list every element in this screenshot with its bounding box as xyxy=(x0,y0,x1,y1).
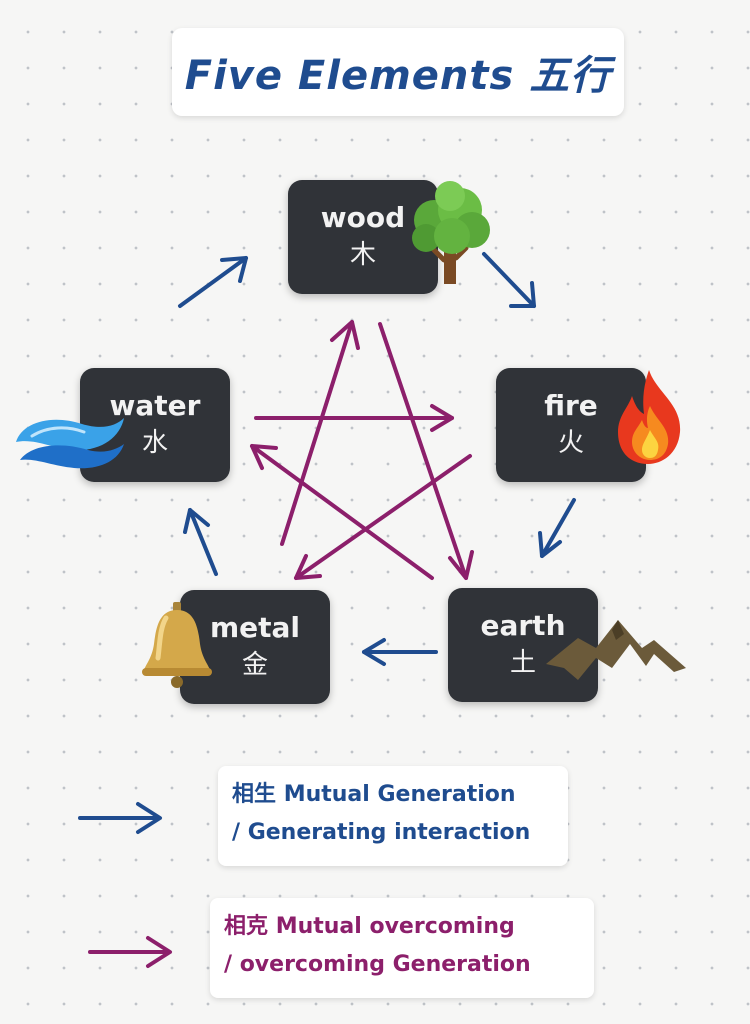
arrow-wood-to-fire xyxy=(482,252,536,308)
legend-overcoming-arrow xyxy=(88,936,172,968)
legend-generation-en: Mutual Generation xyxy=(283,782,516,807)
overcoming-arrows xyxy=(250,320,474,580)
arrow-earth-to-water xyxy=(250,444,434,580)
generation-arrows xyxy=(178,252,576,666)
bell-icon xyxy=(142,602,212,688)
node-water-chinese: 水 xyxy=(141,428,168,458)
mountain-icon xyxy=(546,620,686,680)
title-card: Five Elements 五行 xyxy=(172,28,624,116)
arrow-water-to-fire xyxy=(254,404,454,432)
node-metal-label: metal xyxy=(209,611,301,644)
node-wood-label: wood xyxy=(320,201,406,234)
legend-generation-line2: / Generating interaction xyxy=(232,820,531,845)
node-earth-chinese: 土 xyxy=(509,648,536,678)
cycle-arrows xyxy=(178,252,576,666)
legend-overcoming-card: 相克 Mutual overcoming / overcoming Genera… xyxy=(210,898,594,998)
arrow-wood-to-earth xyxy=(378,322,474,580)
arrow-fire-to-earth xyxy=(538,498,576,558)
legend-overcoming-line2: / overcoming Generation xyxy=(224,952,531,977)
arrow-earth-to-metal xyxy=(362,638,438,666)
arrow-fire-to-metal xyxy=(294,454,472,580)
flame-icon xyxy=(618,370,681,464)
page-title: Five Elements 五行 xyxy=(184,53,612,99)
legend-generation-line1: 相生 Mutual Generation xyxy=(232,776,554,814)
node-wood-chinese: 木 xyxy=(349,240,376,270)
legend-overcoming-line1: 相克 Mutual overcoming xyxy=(224,908,580,946)
legend-overcoming-zh: 相克 xyxy=(224,914,269,939)
arrow-water-to-wood xyxy=(178,256,248,308)
water-wave-icon xyxy=(16,418,124,469)
node-fire-chinese: 火 xyxy=(557,428,584,458)
arrow-metal-to-water xyxy=(183,508,218,576)
node-metal: metal 金 xyxy=(180,590,330,704)
node-fire-label: fire xyxy=(544,389,598,422)
node-earth-label: earth xyxy=(480,609,566,642)
legend-overcoming-en: Mutual overcoming xyxy=(275,914,515,939)
node-water-label: water xyxy=(109,389,201,422)
legend-generation-arrow xyxy=(78,802,162,834)
legend-generation-card: 相生 Mutual Generation / Generating intera… xyxy=(218,766,568,866)
legend-generation-zh: 相生 xyxy=(232,782,277,807)
tree-icon xyxy=(412,181,490,284)
arrow-metal-to-wood xyxy=(280,320,360,546)
node-metal-chinese: 金 xyxy=(241,650,268,680)
